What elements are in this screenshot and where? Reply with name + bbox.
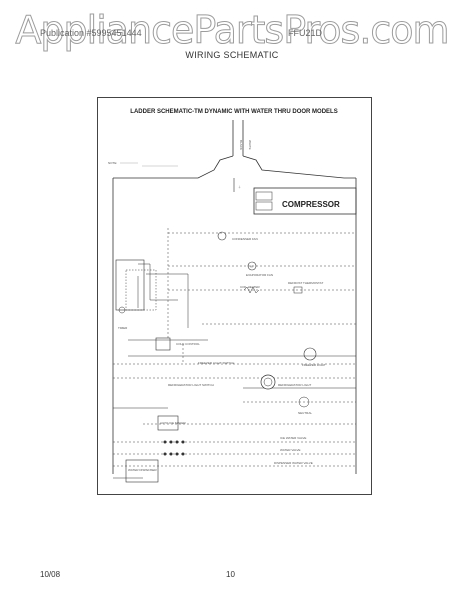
coil-heater-icon [243,286,260,294]
schematic-heading: LADDER SCHEMATIC-TM DYNAMIC WITH WATER T… [130,109,337,115]
model-number: FFU21D [288,28,323,38]
publication-number: Publication #5995451444 [40,28,142,38]
ice-water-valve-label: ICE WATER VALVE [280,436,306,440]
black-wire-label: BLACK [239,140,243,150]
condenser-fan-icon [217,231,227,241]
solid-wiring [113,339,356,479]
ladder-rails [112,178,357,474]
refrigerator-light-switch-label: REFRIGERATOR LIGHT SWITCH [168,383,214,387]
condenser-fan-label: CONDENSER FAN [232,237,258,241]
white-wire-label: WHITE [248,140,252,150]
neutral-connector-icon [298,396,310,408]
wiring-schematic: LADDER SCHEMATIC-TM DYNAMIC WITH WATER T… [108,109,357,483]
water-dispenser-box [125,459,159,483]
dispenser-water-valve-label: DISPENSER WATER VALVE [274,461,313,465]
defrost-thermostat-icon [293,286,303,294]
compressor-box [253,187,357,215]
compressor-label: COMPRESSOR [282,200,340,209]
timer-block [115,259,189,328]
freezer-light-icon [303,347,317,361]
water-dispenser-label: WATER DISPENSER [128,468,158,472]
schematic-frame: LADDER SCHEMATIC-TM DYNAMIC WITH WATER T… [97,97,372,495]
evaporator-fan-label: EVAPORATOR FAN [246,273,273,277]
cold-control-icon [155,337,171,351]
page-title: WIRING SCHEMATIC [185,50,279,60]
auto-ice-maker-label: AUTO ICE MAKER [160,421,186,425]
footer-page-number: 10 [226,570,235,579]
freezer-light-label: FREEZER LIGHT [302,363,326,367]
water-valve-icon [163,452,185,456]
evaporator-fan-icon [247,261,257,271]
power-cord [113,120,356,179]
auto-ice-maker-box [157,415,179,431]
svg-text:M: M [250,265,253,269]
watermark-logo: AppliancePartsPros.com [15,8,450,53]
cold-control-label: COLD CONTROL [176,342,200,346]
note-label: NOTE: [108,161,117,165]
refrigerator-light-icon [260,374,276,390]
ice-water-valve-icon [163,440,185,444]
coil-heater-label: COIL HEATER [240,285,261,289]
footer-date: 10/08 [40,570,61,579]
ground-label: ⏚ [238,184,241,189]
freezer-light-switch-label: FREEZER LIGHT SWITCH [198,361,234,365]
defrost-thermostat-label: DEFROST THERMOSTAT [288,281,323,285]
timer-label: TIMER [118,326,128,330]
water-valve-label: WATER VALVE [280,448,301,452]
refrigerator-light-label: REFRIGERATOR LIGHT [278,383,311,387]
neutral-label: NEUTRAL [298,411,312,415]
dashed-wiring [113,228,356,467]
